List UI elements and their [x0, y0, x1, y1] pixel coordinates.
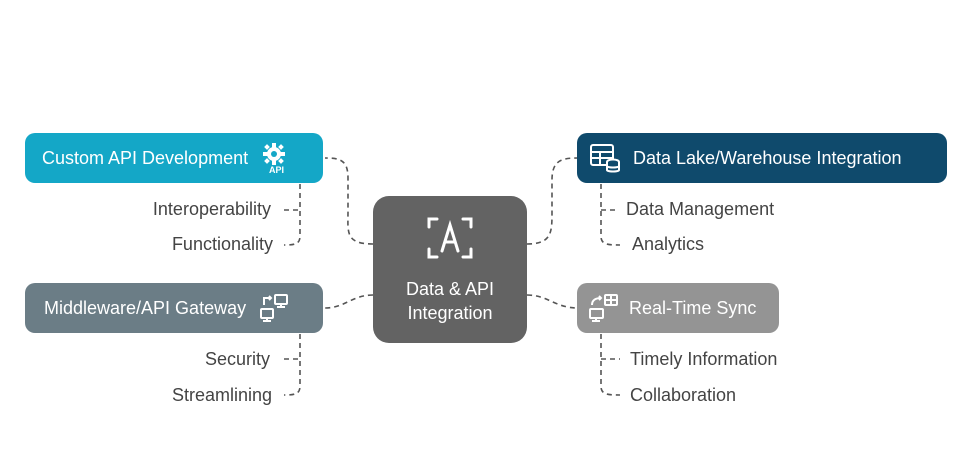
- ai-focus-icon: [425, 215, 475, 267]
- center-title-line1: Data & API: [405, 278, 495, 299]
- leaf-data-management: Data Management: [626, 199, 775, 219]
- realtime-sync-node[interactable]: Real-Time Sync: [577, 283, 779, 333]
- custom-api-label: Custom API Development: [42, 147, 249, 168]
- data-lake-label: Data Lake/Warehouse Integration: [633, 147, 902, 168]
- data-lake-node[interactable]: Data Lake/Warehouse Integration: [577, 133, 947, 183]
- leaf-functionality: Functionality: [171, 234, 273, 254]
- leaf-collaboration: Collaboration: [630, 385, 737, 405]
- middleware-node[interactable]: Middleware/API Gateway: [25, 283, 323, 333]
- middleware-label: Middleware/API Gateway: [44, 297, 247, 318]
- leaf-interoperability: Interoperability: [152, 199, 271, 219]
- leaf-security: Security: [204, 349, 270, 369]
- leaf-timely-information: Timely Information: [630, 349, 778, 369]
- leaf-analytics: Analytics: [632, 234, 705, 254]
- sync-computer-icon: [587, 292, 619, 324]
- leaf-streamlining: Streamlining: [171, 385, 272, 405]
- database-table-icon: [589, 142, 621, 174]
- custom-api-node[interactable]: Custom API Development API: [25, 133, 323, 183]
- center-node[interactable]: Data & API Integration: [373, 196, 527, 343]
- center-title-line2: Integration: [407, 302, 493, 323]
- network-computers-icon: [258, 292, 290, 324]
- realtime-sync-label: Real-Time Sync: [629, 297, 757, 318]
- svg-text:API: API: [269, 165, 284, 175]
- gear-api-icon: API: [260, 141, 294, 175]
